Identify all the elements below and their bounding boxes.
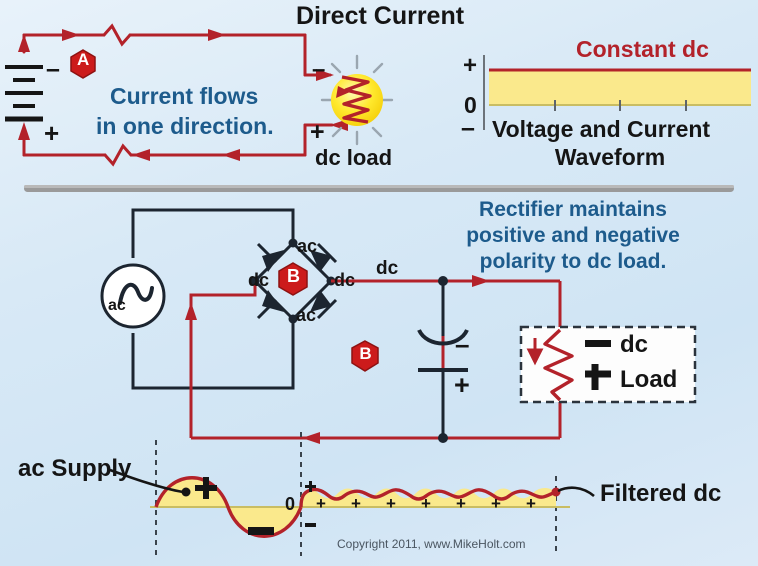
- section-divider: [24, 185, 734, 192]
- bridge-diodes: [256, 242, 338, 320]
- ripple-plus-mark: +: [456, 494, 466, 513]
- ac-source-label: ac: [108, 297, 126, 314]
- lamp-load-symbol: [320, 54, 394, 146]
- battery-minus-label: –: [46, 55, 60, 83]
- dc-axis-zero: 0: [464, 92, 477, 118]
- dc-waveform-caption-line1: Voltage and Current: [492, 116, 711, 142]
- dc-axis-plus: +: [463, 52, 478, 79]
- bridge-left-dc-label: dc: [248, 270, 270, 290]
- ac-supply-label: ac Supply: [18, 455, 132, 482]
- capacitor-symbol: [417, 281, 469, 438]
- badge-b-primary-label: B: [287, 266, 300, 286]
- page-title: Direct Current: [295, 2, 465, 30]
- bottom-waveform-plot: [109, 468, 595, 538]
- dc-output-label: dc: [376, 258, 399, 279]
- ac-source-symbol: [100, 263, 166, 329]
- ripple-plus-mark: +: [526, 494, 536, 513]
- dc-output-arrows: [185, 275, 490, 444]
- bridge-right-dc-label: dc: [334, 270, 356, 290]
- ripple-plus-mark: +: [351, 494, 361, 513]
- bridge-bottom-ac-label: ac: [296, 305, 317, 325]
- dc-waveform-caption-line2: Waveform: [554, 144, 666, 170]
- ripple-plus-mark: +: [491, 494, 501, 513]
- capacitor-minus-label: –: [455, 329, 470, 359]
- panel-b-caption-line2: positive and negative: [466, 224, 680, 247]
- ripple-plus-mark: +: [421, 494, 431, 513]
- bridge-top-ac-label: ac: [297, 236, 318, 256]
- badge-b-primary: [278, 262, 308, 296]
- panel-a-flow-arrows: [18, 29, 348, 161]
- battery-plus-label: +: [44, 118, 60, 148]
- dc-load-box: [519, 325, 697, 404]
- capacitor-plus-label: +: [454, 370, 470, 400]
- badge-b-secondary-label: B: [359, 344, 372, 363]
- bottom-axis-zero: 0: [285, 494, 296, 514]
- dc-load-box-line2: Load: [620, 366, 678, 393]
- badge-b-secondary: [351, 340, 379, 372]
- dc-axis-minus: –: [461, 114, 475, 142]
- panel-b-caption-line3: polarity to dc load.: [479, 250, 667, 273]
- panel-a-caption-line2: in one direction.: [96, 113, 274, 139]
- ripple-plus-mark: +: [386, 494, 396, 513]
- dc-load-box-line1: dc: [620, 331, 649, 358]
- dc-load-label: dc load: [315, 145, 393, 170]
- panel-b-caption-line1: Rectifier maintains: [479, 198, 667, 221]
- copyright-text: Copyright 2011, www.MikeHolt.com: [337, 537, 526, 551]
- battery-symbol: [5, 65, 43, 122]
- filtered-dc-label: Filtered dc: [600, 480, 722, 507]
- badge-a: [70, 49, 96, 79]
- ripple-plus-mark: +: [316, 494, 326, 513]
- dc-waveform-plot: [483, 55, 751, 130]
- lamp-minus-label: –: [312, 56, 326, 83]
- badge-a-label: A: [77, 50, 90, 69]
- constant-dc-title: Constant dc: [576, 36, 709, 62]
- lamp-plus-label: +: [310, 118, 325, 146]
- panel-a-caption-line1: Current flows: [110, 83, 259, 109]
